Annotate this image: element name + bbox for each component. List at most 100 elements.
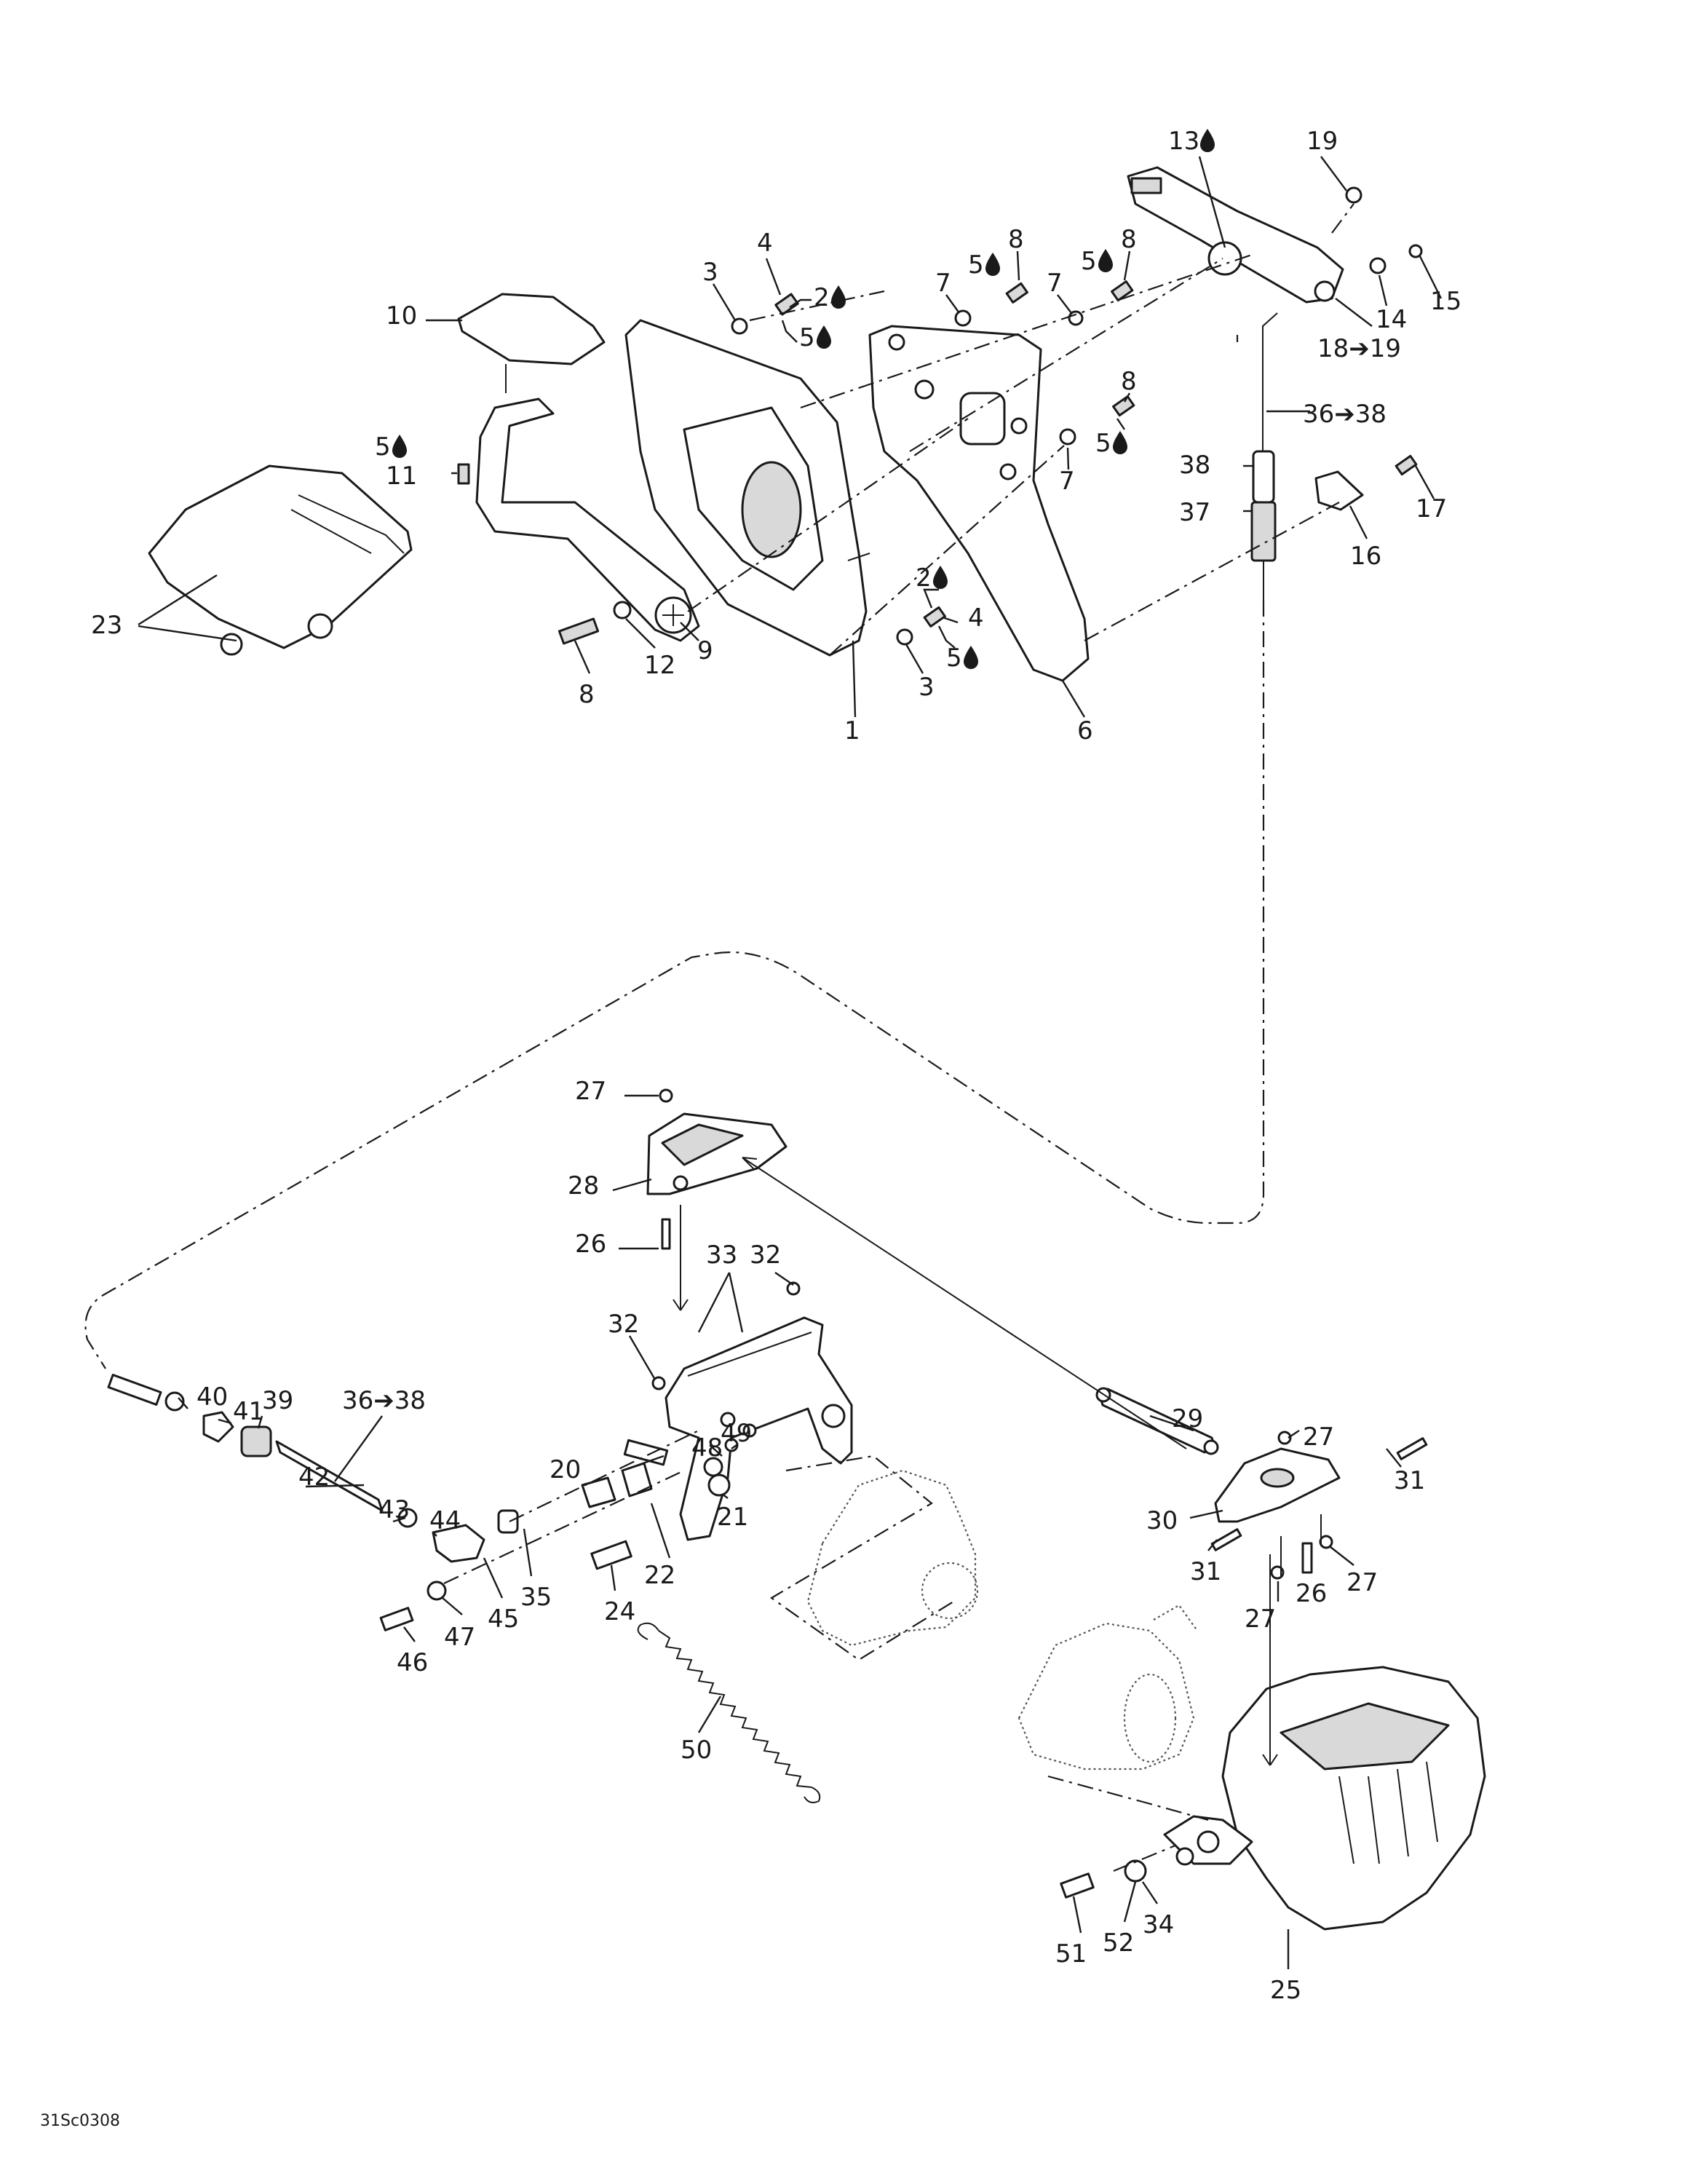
callout-16-label: 16: [1350, 542, 1381, 571]
callout-50-label: 50: [681, 1736, 712, 1765]
callout-42-label: 42: [298, 1463, 330, 1492]
lower-alignment-lines: [443, 1157, 1322, 1872]
callout-32-label: 32: [750, 1241, 781, 1270]
callout-5-label: 5: [946, 644, 962, 673]
callout-8-label: 8: [1121, 367, 1137, 396]
callout-6-label: 6: [1077, 716, 1093, 745]
callout-33-label: 33: [706, 1241, 737, 1270]
callout-12-label: 12: [644, 651, 675, 680]
part-25-nozzle-housing: [1163, 1666, 1486, 1931]
callout-36-38-label: 36➔38: [1303, 400, 1387, 429]
part-29-link-rod: [1095, 1387, 1219, 1455]
callout-11-label: 11: [386, 462, 417, 491]
callout-5-label: 5: [968, 250, 984, 280]
part-23-hull-cover: [148, 464, 413, 656]
part-1-housing: [624, 319, 870, 657]
callout-10-label: 10: [386, 301, 417, 331]
upper-hardware: [457, 186, 1423, 646]
lubricant-drop-icon: [985, 253, 1000, 276]
callout-15-label: 15: [1430, 287, 1461, 316]
callout-37-label: 37: [1179, 498, 1210, 527]
callout-34-label: 34: [1143, 1910, 1174, 1939]
callout-43-label: 43: [378, 1495, 410, 1524]
lubricant-drop-icon: [831, 285, 846, 309]
callout-3-label: 3: [702, 258, 718, 287]
part-30-bracket: [1214, 1447, 1341, 1523]
lubricant-drop-icon: [1098, 249, 1113, 272]
lubricant-drop-icon: [964, 646, 978, 669]
callout-5-label: 5: [799, 323, 815, 352]
callout-26-label: 26: [1296, 1579, 1327, 1608]
callout-23-label: 23: [91, 611, 122, 640]
callout-52-label: 52: [1103, 1928, 1134, 1958]
callout-19-label: 19: [1306, 127, 1338, 156]
callout-32-label: 32: [608, 1310, 639, 1339]
callout-45-label: 45: [488, 1605, 519, 1634]
callout-51-label: 51: [1055, 1939, 1087, 1969]
callout-3-label: 3: [919, 673, 935, 702]
callout-46-label: 46: [397, 1648, 428, 1677]
callout-31-label: 31: [1394, 1466, 1425, 1495]
callout-35-label: 35: [520, 1583, 552, 1612]
callout-8-label: 8: [1121, 225, 1137, 254]
callout-26-label: 26: [575, 1230, 606, 1259]
callout-47-label: 47: [444, 1623, 475, 1652]
callout-28-label: 28: [568, 1171, 599, 1200]
callout-7-label: 7: [1047, 269, 1063, 298]
pump-housing-ghost: [806, 1469, 1198, 1770]
part-50-spring: [637, 1622, 821, 1803]
callout-5-label: 5: [1095, 429, 1111, 458]
part-6-mounting-plate: [868, 325, 1090, 682]
lubricant-drop-icon: [817, 325, 831, 349]
lubricant-drop-icon: [1113, 431, 1127, 454]
callout-4-label: 4: [968, 604, 984, 633]
callout-48-label: 48: [691, 1433, 723, 1463]
callout-17-label: 17: [1416, 494, 1447, 523]
callout-27-label: 27: [575, 1077, 606, 1106]
callout-18-19-label: 18➔19: [1317, 334, 1401, 363]
callout-2-label: 2: [814, 283, 830, 312]
callout-8-label: 8: [1008, 225, 1024, 254]
part-36-cable-upper: [1250, 312, 1278, 601]
callout-1-label: 1: [844, 716, 860, 745]
callout-40-label: 40: [197, 1382, 228, 1412]
callout-49-label: 49: [721, 1419, 752, 1448]
callout-2-label: 2: [916, 563, 932, 593]
lubricant-drop-icon: [392, 435, 407, 458]
lubricant-drop-icon: [933, 566, 948, 589]
callout-44-label: 44: [429, 1506, 461, 1535]
callout-27-label: 27: [1303, 1423, 1334, 1452]
lubricant-drop-icon: [1200, 129, 1215, 152]
part-16-bracket: [1314, 470, 1364, 511]
callout-41-label: 41: [233, 1397, 264, 1426]
lower-cable-hardware: [107, 1088, 1428, 1899]
callout-38-label: 38: [1179, 451, 1210, 480]
callout-13-label: 13: [1168, 127, 1199, 156]
callout-4-label: 4: [757, 229, 773, 258]
callout-27-label: 27: [1346, 1568, 1378, 1597]
callout-20-label: 20: [550, 1455, 581, 1484]
part-10-cover: [457, 293, 606, 393]
callout-29-label: 29: [1172, 1404, 1203, 1433]
callout-39-label: 39: [262, 1386, 293, 1415]
callout-22-label: 22: [644, 1561, 675, 1590]
callout-31-label: 31: [1190, 1557, 1221, 1586]
callout-24-label: 24: [604, 1597, 635, 1626]
callout-7-label: 7: [1059, 467, 1075, 496]
callout-30-label: 30: [1146, 1506, 1178, 1535]
upper-alignment-lines: [687, 203, 1354, 656]
part-13-lever: [1127, 166, 1344, 304]
callout-21-label: 21: [717, 1503, 748, 1532]
leader-lines: [138, 156, 1443, 1969]
callout-8-label: 8: [579, 680, 595, 709]
part-28-bracket: [646, 1112, 788, 1195]
callout-27-label: 27: [1245, 1605, 1276, 1634]
callout-9-label: 9: [697, 636, 713, 665]
drawing-code: 31Sc0308: [40, 2112, 120, 2130]
callout-36-38-label: 36➔38: [342, 1386, 426, 1415]
callout-14-label: 14: [1376, 305, 1407, 334]
callout-5-label: 5: [375, 432, 391, 462]
callout-5-label: 5: [1081, 247, 1097, 276]
callout-25-label: 25: [1270, 1976, 1301, 2005]
